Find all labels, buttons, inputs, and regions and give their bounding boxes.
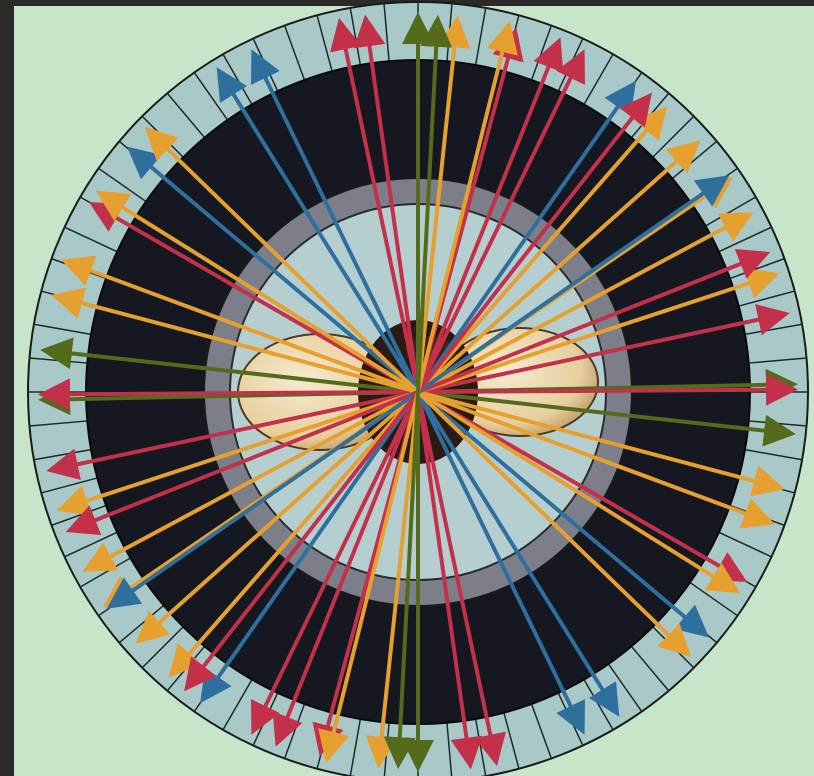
ray-line-green [383,14,453,770]
ray-lines [38,12,798,772]
left-border [0,0,14,776]
